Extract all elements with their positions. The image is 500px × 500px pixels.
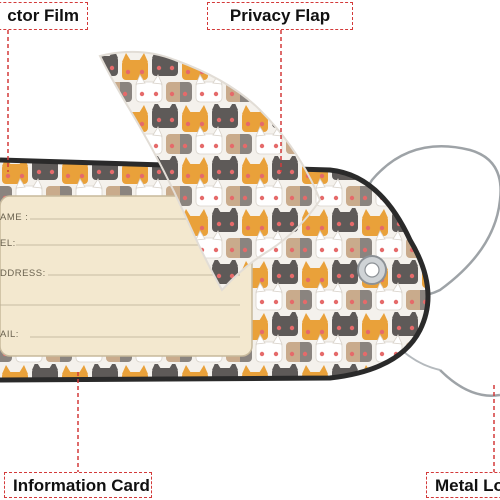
field-tel-label: EL: — [0, 238, 16, 249]
field-address-label: DDRESS: — [0, 268, 46, 279]
protector-film-callout: ctor Film — [0, 2, 88, 30]
metal-lock-callout: Metal Lo — [426, 472, 500, 498]
privacy-flap-callout: Privacy Flap — [207, 2, 353, 30]
field-name-label: AME : — [0, 212, 29, 223]
information-card-callout: Information Card — [4, 472, 152, 498]
information-card — [0, 195, 253, 357]
field-email-label: AIL: — [0, 329, 19, 340]
